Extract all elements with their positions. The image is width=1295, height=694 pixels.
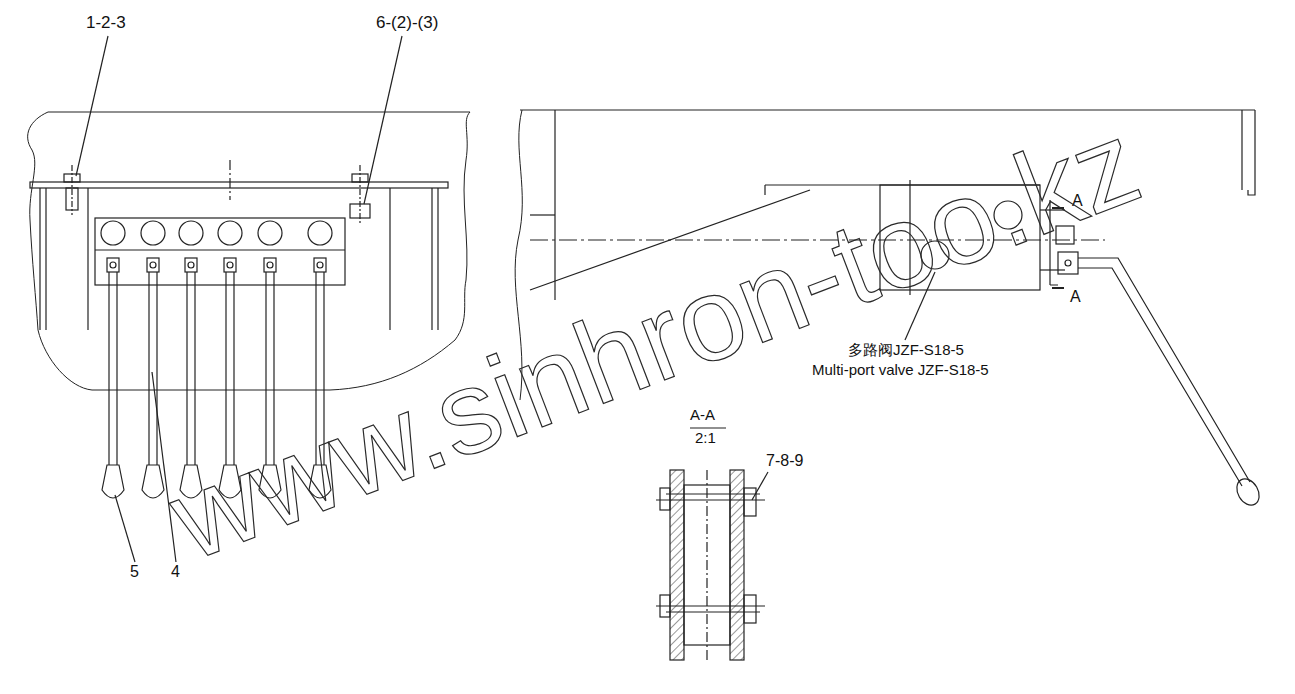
lever bbox=[224, 258, 236, 272]
lever bbox=[150, 262, 156, 268]
lever bbox=[308, 221, 332, 245]
lever bbox=[264, 258, 276, 272]
callout-number: 4 bbox=[171, 563, 180, 581]
lever bbox=[225, 272, 226, 465]
lever bbox=[148, 272, 149, 465]
lever bbox=[141, 221, 165, 245]
lever bbox=[218, 221, 242, 245]
part-name: 多路阀JZF-S18-5 bbox=[848, 342, 964, 359]
watermark: www.sinhron-too.kz bbox=[156, 102, 1153, 579]
callout-number: 5 bbox=[130, 563, 139, 581]
lever bbox=[314, 258, 326, 272]
part-name: Multi-port valve JZF-S18-5 bbox=[812, 362, 989, 379]
lever bbox=[179, 221, 203, 245]
lever bbox=[194, 272, 195, 465]
lever bbox=[110, 262, 116, 268]
lever bbox=[102, 465, 124, 498]
lever bbox=[267, 262, 273, 268]
lever bbox=[116, 272, 117, 465]
lever bbox=[227, 262, 233, 268]
scale-note: 2:1 bbox=[695, 430, 716, 447]
lever bbox=[186, 272, 187, 465]
lever bbox=[108, 272, 109, 465]
lever bbox=[188, 262, 194, 268]
lever bbox=[233, 272, 234, 465]
callout-number: 6-(2)-(3) bbox=[376, 14, 438, 33]
lever bbox=[258, 221, 282, 245]
callout-number: 7-8-9 bbox=[766, 452, 803, 470]
lever bbox=[185, 258, 197, 272]
callout-number: 1-2-3 bbox=[86, 14, 126, 33]
lever bbox=[317, 262, 323, 268]
lever bbox=[156, 272, 157, 465]
lever bbox=[107, 258, 119, 272]
section-title: A-A bbox=[690, 407, 715, 424]
lever bbox=[147, 258, 159, 272]
section-mark: A bbox=[1070, 288, 1081, 306]
lever bbox=[101, 221, 125, 245]
